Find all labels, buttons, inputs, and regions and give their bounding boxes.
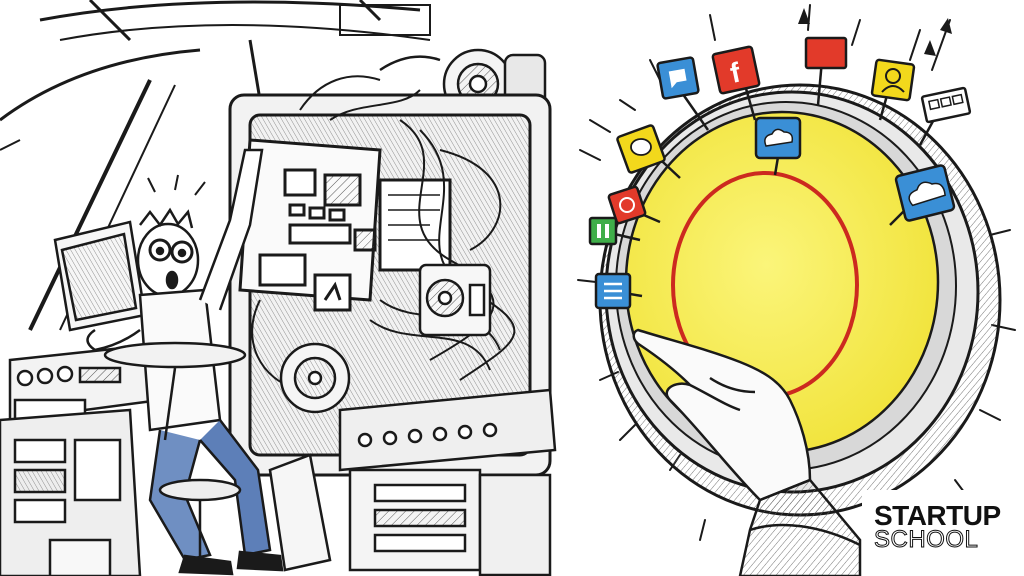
pointing-hand [632, 328, 862, 576]
startup-school-logo: STARTUP SCHOOL [862, 490, 1024, 576]
chat-icon[interactable] [656, 56, 700, 100]
engineer-machine-drawing [0, 0, 557, 576]
app-portal-drawing: f [577, 4, 1016, 576]
profile-icon[interactable] [870, 58, 916, 102]
engineer-machine-scene [0, 0, 557, 576]
engineer-figure [53, 148, 284, 576]
logo-line-school: SCHOOL [874, 526, 979, 553]
cockpit-frame [0, 0, 431, 331]
alarm-icon[interactable] [607, 185, 647, 225]
burst-arrows [798, 8, 952, 56]
facebook-icon[interactable]: f [711, 45, 761, 95]
speech-icon[interactable] [616, 124, 666, 174]
keyboard-icon[interactable] [920, 86, 972, 124]
cloud-icon[interactable] [894, 164, 956, 222]
list-icon[interactable] [594, 272, 632, 310]
app-portal-scene: f [560, 0, 1024, 576]
surprise-marks [147, 174, 206, 196]
lower-console [268, 388, 557, 576]
logo-line-startup: STARTUP [874, 500, 1001, 531]
cloud-chat-icon[interactable] [754, 116, 802, 160]
tape-reel [279, 342, 351, 414]
pause-icon[interactable] [588, 216, 618, 246]
drive-unit [418, 263, 492, 337]
flag-icon[interactable] [804, 36, 848, 70]
control-desk [0, 343, 162, 576]
